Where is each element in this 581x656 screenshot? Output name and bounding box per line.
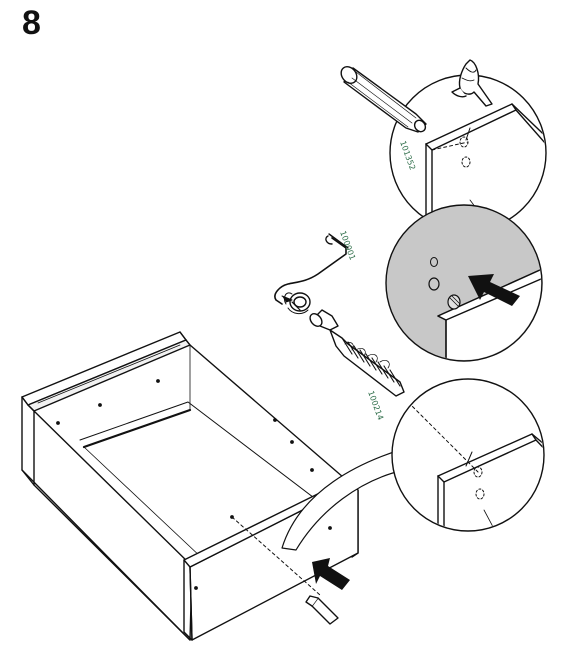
wooden-dowel-icon bbox=[340, 66, 427, 133]
detail-circle-joint bbox=[391, 378, 545, 532]
drawer-box bbox=[21, 331, 359, 641]
connector-screw-icon bbox=[309, 309, 405, 397]
screw-tip-icon bbox=[305, 595, 339, 625]
step-number: 8 bbox=[22, 4, 41, 42]
pressing-hand-icon bbox=[451, 59, 493, 107]
screw-part-number: 100214 bbox=[366, 390, 385, 422]
insert-arrow-icon bbox=[312, 558, 350, 590]
insert-arrow-icon bbox=[468, 274, 520, 306]
cam-lock-icon bbox=[274, 233, 349, 315]
detail-circle-cam bbox=[385, 204, 543, 362]
